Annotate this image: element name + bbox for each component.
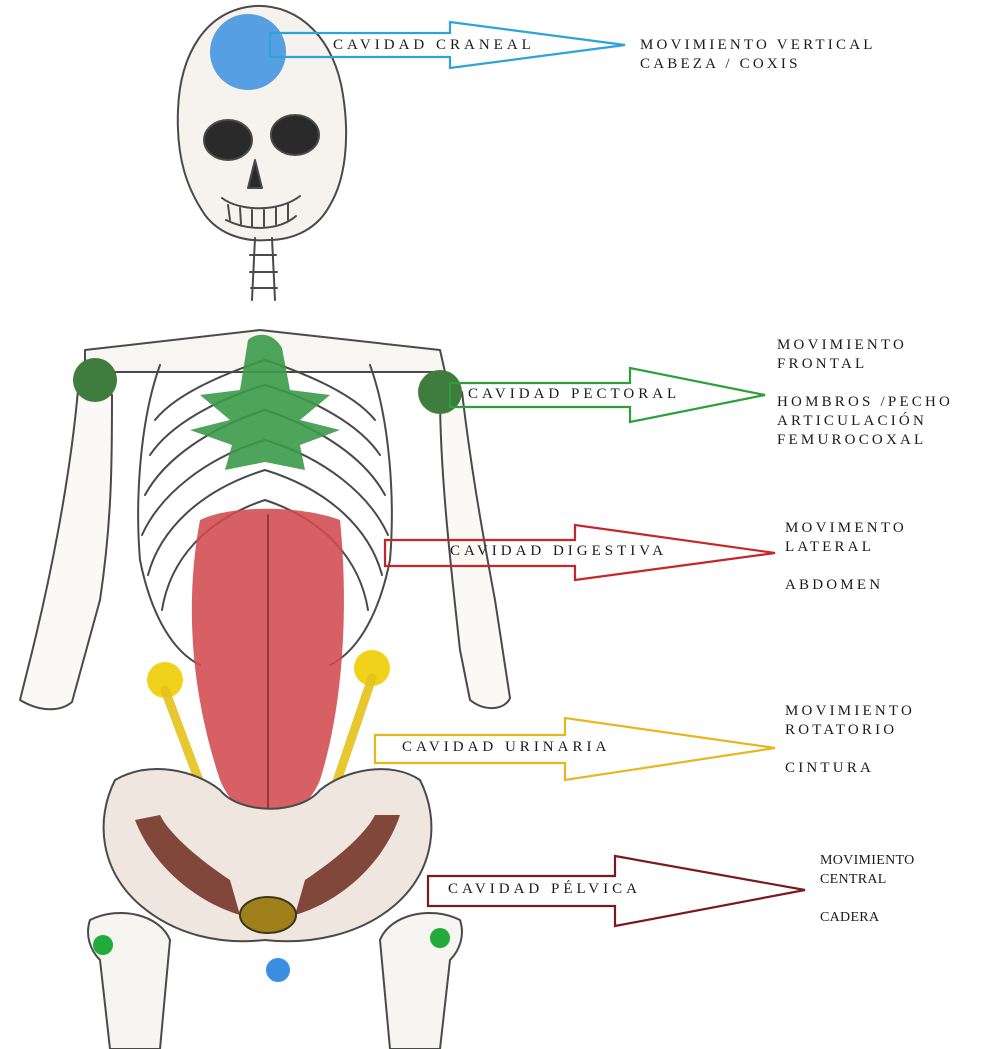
right-eye-socket	[271, 115, 319, 155]
desc-urinaria-line1: MOVIMIENTO	[785, 702, 915, 721]
desc-digestiva-line4: ABDOMEN	[785, 576, 907, 595]
label-cavidad-digestiva: CAVIDAD DIGESTIVA	[450, 543, 667, 560]
label-cavidad-craneal: CAVIDAD CRANEAL	[333, 37, 535, 54]
desc-pectoral-line5: ARTICULACIÓN	[777, 412, 953, 431]
label-cavidad-pelvica: CAVIDAD PÉLVICA	[448, 881, 641, 898]
left-hip-joint	[93, 935, 113, 955]
desc-pectoral-line2: FRONTAL	[777, 355, 953, 374]
desc-craneal-line2: CABEZA / COXIS	[640, 55, 876, 74]
right-hip-joint	[430, 928, 450, 948]
desc-digestiva-line2: LATERAL	[785, 538, 907, 557]
desc-craneal: MOVIMIENTO VERTICAL CABEZA / COXIS	[640, 36, 876, 74]
left-shoulder-joint	[73, 358, 117, 402]
right-femur	[380, 913, 462, 1049]
desc-pelvica-spacer	[820, 889, 915, 908]
desc-pectoral: MOVIMIENTO FRONTAL HOMBROS /PECHO ARTICU…	[777, 336, 953, 450]
desc-urinaria: MOVIMIENTO ROTATORIO CINTURA	[785, 702, 915, 778]
sacrum-highlight	[240, 897, 296, 933]
desc-pectoral-spacer	[777, 374, 953, 393]
cervical-spine	[250, 238, 277, 300]
left-humerus	[20, 390, 112, 709]
desc-pectoral-line1: MOVIMIENTO	[777, 336, 953, 355]
desc-craneal-line1: MOVIMIENTO VERTICAL	[640, 36, 876, 55]
desc-pelvica-line2: CENTRAL	[820, 870, 915, 889]
desc-pectoral-line4: HOMBROS /PECHO	[777, 393, 953, 412]
left-femur	[88, 913, 170, 1049]
desc-urinaria-line4: CINTURA	[785, 759, 915, 778]
desc-urinaria-spacer	[785, 740, 915, 759]
desc-pelvica: MOVIMIENTO CENTRAL CADERA	[820, 851, 915, 927]
desc-urinaria-line2: ROTATORIO	[785, 721, 915, 740]
skull	[178, 6, 346, 240]
desc-pelvica-line4: CADERA	[820, 908, 915, 927]
label-cavidad-urinaria: CAVIDAD URINARIA	[402, 739, 610, 756]
desc-digestiva-line1: MOVIMENTO	[785, 519, 907, 538]
left-eye-socket	[204, 120, 252, 160]
desc-digestiva: MOVIMENTO LATERAL ABDOMEN	[785, 519, 907, 595]
cranial-highlight	[210, 14, 286, 90]
label-cavidad-pectoral: CAVIDAD PECTORAL	[468, 386, 680, 403]
desc-pelvica-line1: MOVIMIENTO	[820, 851, 915, 870]
desc-pectoral-line6: FEMUROCOXAL	[777, 431, 953, 450]
desc-digestiva-spacer	[785, 557, 907, 576]
coccyx-highlight	[266, 958, 290, 982]
